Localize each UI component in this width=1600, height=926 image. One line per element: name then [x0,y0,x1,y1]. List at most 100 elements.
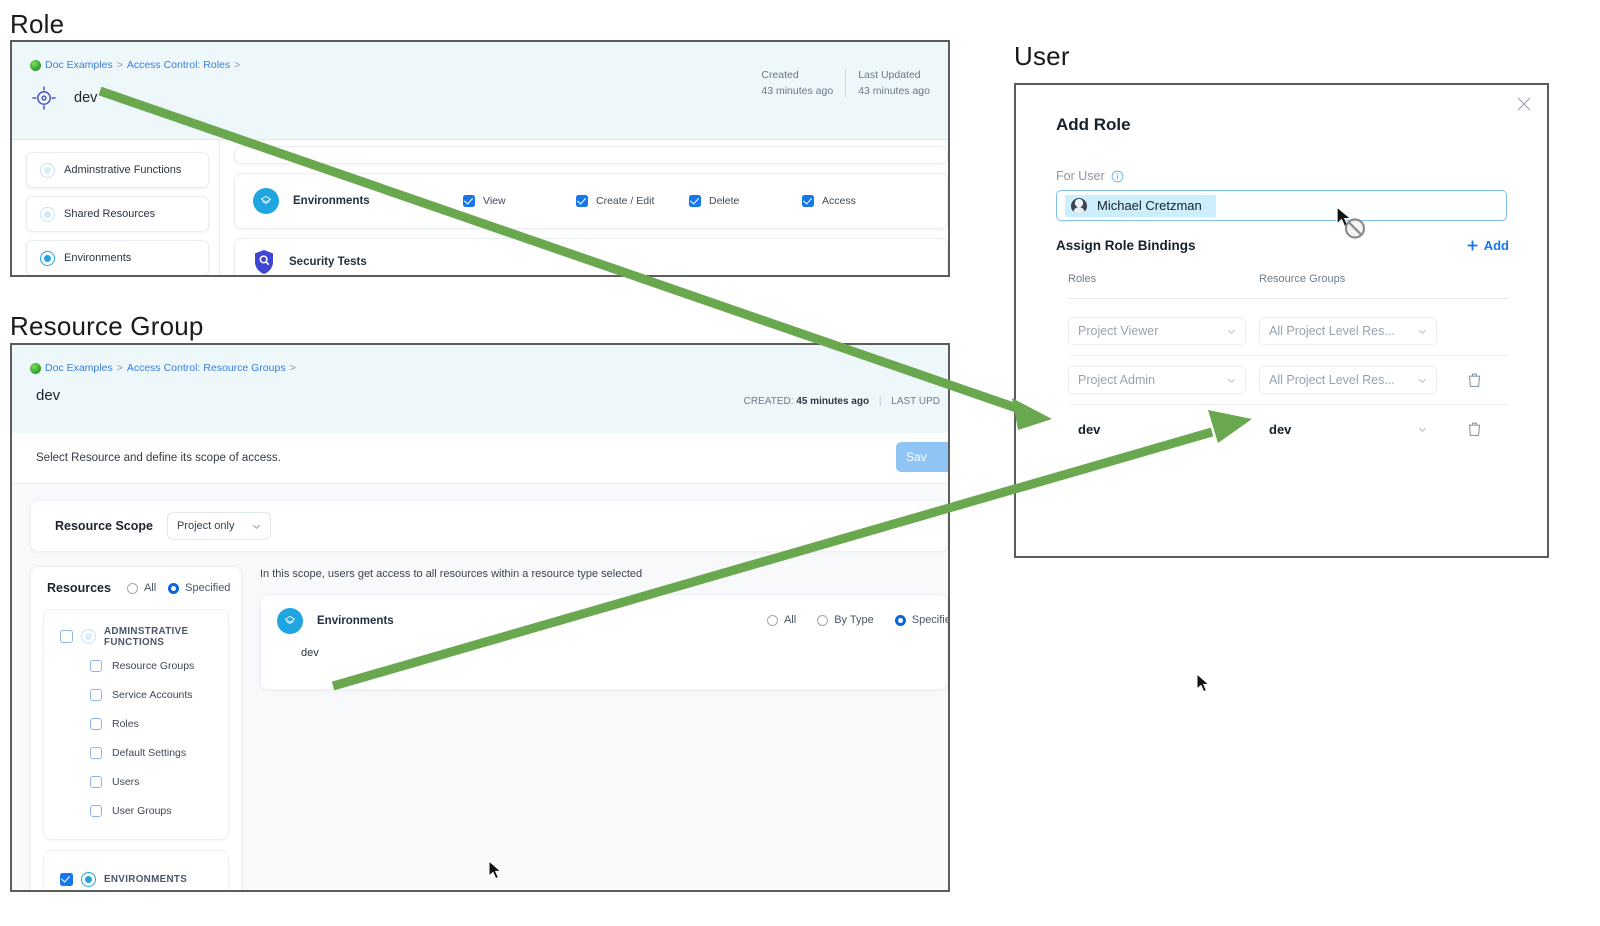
permission-option-access[interactable]: Access [802,195,915,207]
radio-option-specified[interactable]: Specified [894,614,948,626]
radio-option-specified[interactable]: Specified [168,582,230,594]
radio-label: All [143,582,157,594]
checkbox-checked-icon[interactable] [689,195,701,207]
user-section-title: User [1014,41,1070,71]
breadcrumb-separator: > [116,362,123,374]
resource-child-users[interactable]: Users [44,767,228,796]
resource-child-user-groups[interactable]: User Groups [44,796,228,825]
resource-group-header: Doc Examples > Access Control: Resource … [12,345,948,433]
plus-icon [1467,240,1478,251]
resource-group-subbar: Select Resource and define its scope of … [12,433,948,484]
resource-group-environments: ENVIRONMENTS [43,850,229,890]
sidebar-item-environments[interactable]: Environments [26,240,209,275]
checkbox-unchecked-icon[interactable] [90,688,102,701]
permission-option-delete[interactable]: Delete [689,195,802,207]
resources-header: Resources All Specified [31,581,241,595]
binding-resource-group-value: All Project Level Res... [1269,373,1395,387]
binding-role-value: Project Viewer [1078,324,1159,338]
resource-group-header-item[interactable]: ENVIRONMENTS [44,865,228,890]
info-icon[interactable] [1111,170,1124,183]
created-value: 43 minutes ago [761,85,834,97]
binding-resource-group-select[interactable]: All Project Level Res... [1259,366,1437,394]
environment-item-dev[interactable]: dev [301,647,319,659]
checkbox-unchecked-icon[interactable] [90,659,102,672]
checkbox-checked-icon[interactable] [576,195,588,207]
environments-scope-header: Environments All By Type [261,595,948,647]
assign-role-bindings-title: Assign Role Bindings [1056,238,1196,253]
sidebar-item-administrative-functions[interactable]: Adminstrative Functions [26,152,209,188]
resource-child-label: Users [112,775,140,788]
checkbox-checked-icon[interactable] [463,195,475,207]
resource-child-resource-groups[interactable]: Resource Groups [44,651,228,680]
breadcrumb-separator: > [116,59,123,71]
save-button[interactable]: Sav [896,442,948,472]
last-updated-value: 43 minutes ago [858,85,930,97]
role-permissions-area: Environments View Create / Edit Delet [220,140,948,275]
breadcrumb-item-access-control-resource-groups[interactable]: Access Control: Resource Groups [126,362,286,374]
radio-option-all[interactable]: All [766,614,797,626]
resource-scope-select[interactable]: Project only [166,512,272,540]
radio-unselected-icon[interactable] [126,582,138,594]
checkbox-unchecked-icon[interactable] [60,630,73,643]
column-header-roles: Roles [1068,273,1097,285]
scope-detail-column: In this scope, users get access to all r… [260,566,948,890]
resources-title: Resources [47,581,111,595]
sidebar-item-shared-resources[interactable]: Shared Resources [26,196,209,232]
trash-icon[interactable] [1467,372,1482,388]
binding-role-select[interactable]: Project Admin [1068,366,1246,394]
binding-row-resource-group-dev[interactable]: dev [1259,415,1437,443]
permission-option-label: Delete [709,195,740,207]
resource-group-header-item[interactable]: ADMINSTRATIVE FUNCTIONS [44,622,228,651]
radio-label: All [783,614,797,626]
breadcrumb: Doc Examples > Access Control: Resource … [30,362,296,374]
permission-option-view[interactable]: View [463,195,576,207]
binding-resource-group-select[interactable]: All Project Level Res... [1259,317,1437,345]
radio-option-all[interactable]: All [126,582,157,594]
checkbox-unchecked-icon[interactable] [90,717,102,730]
user-chip[interactable]: Michael Cretzman [1065,194,1216,217]
role-section-title: Role [10,9,65,39]
pale-circle-icon [41,207,54,221]
last-updated-label: LAST UPD [891,396,940,407]
permission-options: View Create / Edit Delete Access [463,195,947,207]
role-panel-header: Doc Examples > Access Control: Roles > d… [12,42,948,140]
resource-child-roles[interactable]: Roles [44,709,228,738]
resource-group-panel: Doc Examples > Access Control: Resource … [10,343,950,892]
checkbox-checked-icon[interactable] [60,873,73,886]
binding-role-select[interactable]: Project Viewer [1068,317,1246,345]
column-header-resource-groups: Resource Groups [1259,273,1346,285]
resource-group-administrative-functions: ADMINSTRATIVE FUNCTIONS Resource Groups … [43,609,229,840]
resource-scope-card: Resource Scope Project only [30,500,948,552]
permission-row: Environments View Create / Edit Delet [235,174,947,228]
close-icon[interactable] [1515,95,1533,113]
chevron-down-icon [1418,329,1427,334]
radio-selected-icon[interactable] [168,582,180,594]
breadcrumb-item-access-control-roles[interactable]: Access Control: Roles [126,59,231,71]
checkbox-checked-icon[interactable] [802,195,814,207]
arrow-cursor [488,860,503,880]
permission-option-create-edit[interactable]: Create / Edit [576,195,689,207]
add-binding-button[interactable]: Add [1466,238,1509,253]
checkbox-unchecked-icon[interactable] [90,775,102,788]
radio-unselected-icon[interactable] [766,614,778,626]
last-updated-label: Last Updated [858,69,921,81]
radio-option-by-type[interactable]: By Type [817,614,874,626]
subbar-instruction: Select Resource and define its scope of … [36,452,281,464]
breadcrumb-item-doc-examples[interactable]: Doc Examples [45,362,113,374]
trash-icon[interactable] [1467,421,1482,437]
sidebar-item-label: Adminstrative Functions [64,164,182,176]
radio-unselected-icon[interactable] [817,614,829,626]
resource-child-service-accounts[interactable]: Service Accounts [44,680,228,709]
checkbox-unchecked-icon[interactable] [90,804,102,817]
resource-child-default-settings[interactable]: Default Settings [44,738,228,767]
binding-row-dev: dev dev [1068,405,1509,453]
chevron-down-icon [253,524,261,529]
environments-icon [253,188,279,214]
created-label: CREATED: [743,396,794,407]
binding-role-value: dev [1078,421,1101,437]
for-user-field[interactable]: Michael Cretzman [1056,190,1507,221]
binding-row-role-dev[interactable]: dev [1068,415,1246,443]
checkbox-unchecked-icon[interactable] [90,746,102,759]
breadcrumb-item-doc-examples[interactable]: Doc Examples [45,59,113,71]
radio-selected-icon[interactable] [894,614,906,626]
